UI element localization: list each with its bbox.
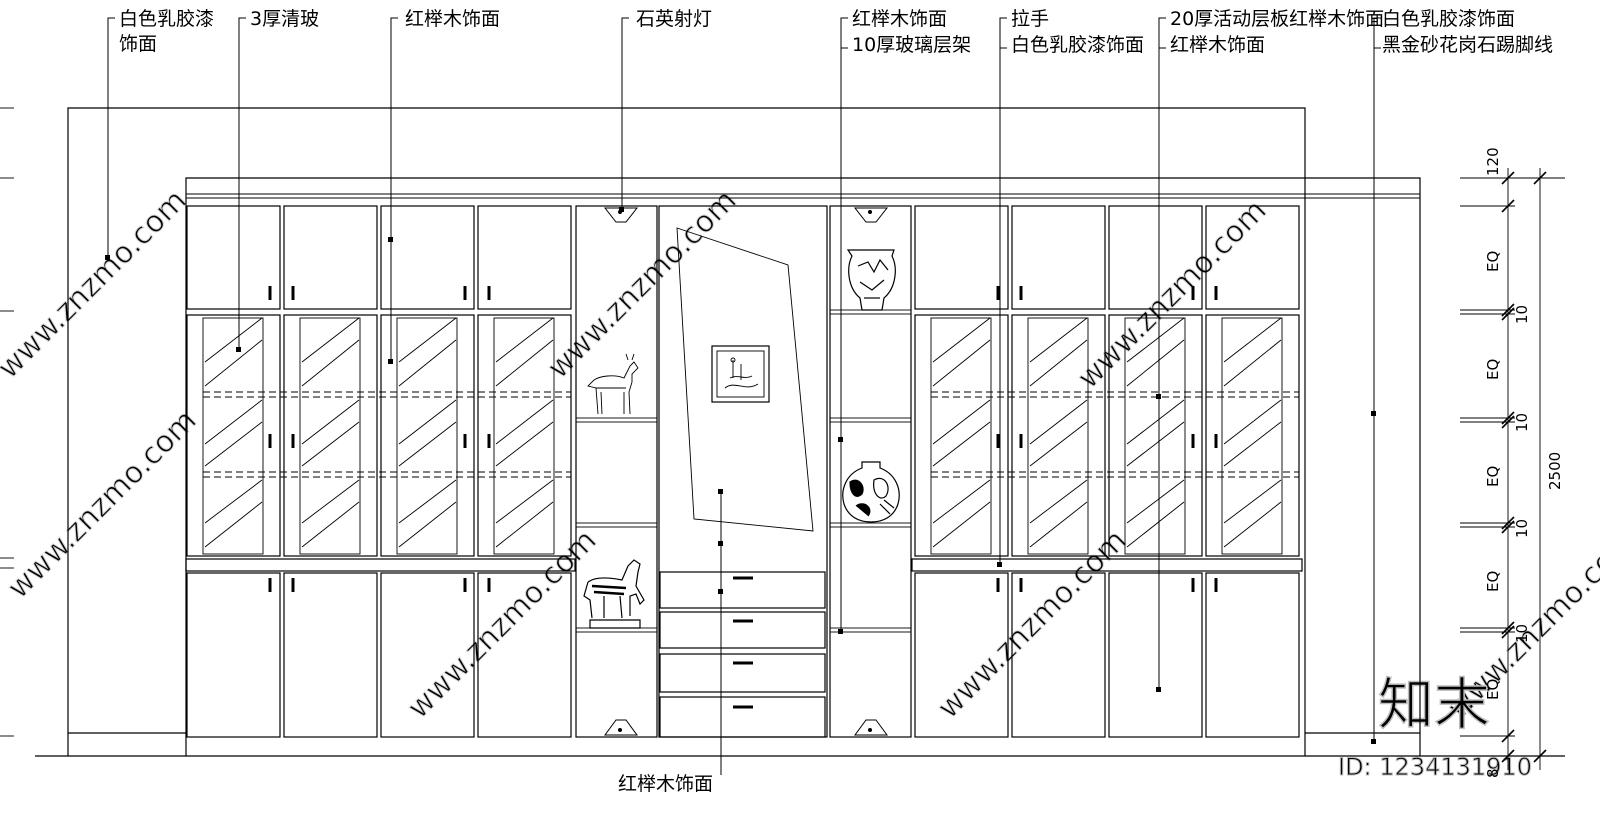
dimension-label: 10	[1513, 305, 1531, 324]
dimension-label: 8	[1484, 768, 1502, 778]
wall-outline	[35, 107, 1565, 757]
spotlight-icon	[604, 719, 638, 736]
callout-red-beech-line1: 红榉木饰面	[852, 8, 947, 30]
callout-white-latex-line1: 白色乳胶漆	[119, 8, 214, 30]
callout-bottom-red-beech: 红榉木饰面	[618, 773, 713, 795]
callout-clear-glass: 3厚清玻	[250, 8, 319, 30]
horse-figurine-icon	[583, 559, 645, 629]
artwork-icon	[724, 357, 759, 389]
right-cabinet-bank	[911, 205, 1303, 738]
dimension-label: EQ	[1484, 251, 1502, 272]
right-display-niche	[829, 205, 912, 738]
spotlight-icon	[853, 207, 889, 223]
dimension-label: 10	[1513, 519, 1531, 538]
dimension-column: 120 EQ 10 EQ 10 EQ 10 EQ 10 EQ 8 2500	[1460, 147, 1565, 778]
callout-white-latex-line2: 饰面	[119, 33, 157, 55]
spotlight-icon	[854, 719, 888, 736]
dimension-total: 2500	[1546, 452, 1564, 490]
callout-white-latex-line2b: 白色乳胶漆饰面	[1011, 34, 1144, 56]
dimension-label: 10	[1513, 413, 1531, 432]
callout-glass-shelf-line2: 10厚玻璃层架	[852, 34, 971, 56]
callout-movable-shelf-line1: 20厚活动层板红榉木饰面	[1170, 8, 1384, 30]
watermark-text: www.znzmo.com	[1071, 193, 1274, 396]
watermark-text: www.znzmo.com	[931, 523, 1134, 726]
watermark-text: www.znzmo.com	[401, 523, 604, 726]
callout-handle-line1: 拉手	[1011, 8, 1049, 30]
callout-red-beech-line2: 红榉木饰面	[1170, 34, 1265, 56]
callout-quartz-spotlight: 石英射灯	[636, 8, 712, 30]
left-display-niche	[575, 205, 658, 738]
left-edge-ticks	[0, 107, 14, 737]
spotlight-icon	[603, 207, 639, 223]
watermark-text: www.znzmo.com	[0, 183, 194, 386]
vase-icon	[846, 249, 896, 311]
watermark-id: ID: 1234131910	[1338, 753, 1532, 781]
vase-icon	[842, 461, 900, 523]
callout-red-beech: 红榉木饰面	[405, 8, 500, 30]
center-feature-panel	[658, 205, 828, 738]
callout-granite-skirting: 黑金砂花岗石踢脚线	[1382, 34, 1553, 56]
callout-white-latex-finish: 白色乳胶漆饰面	[1382, 8, 1515, 30]
callout-labels: 白色乳胶漆 饰面 3厚清玻 红榉木饰面 石英射灯 红榉木饰面 10厚玻璃层架 拉…	[119, 8, 1553, 795]
watermark-layer: www.znzmo.com www.znzmo.com www.znzmo.co…	[0, 183, 1600, 782]
dimension-label: 120	[1484, 147, 1502, 176]
dimension-label: 10	[1513, 624, 1531, 643]
dimension-label: EQ	[1484, 679, 1502, 700]
leader-lines	[105, 17, 1381, 775]
dimension-label: EQ	[1484, 571, 1502, 592]
watermark-logo: 知末	[1378, 673, 1490, 738]
dimension-label: EQ	[1484, 359, 1502, 380]
watermark-text: www.znzmo.com	[1, 403, 204, 606]
left-cabinet-bank	[185, 205, 576, 738]
dimension-label: EQ	[1484, 466, 1502, 487]
deer-figurine-icon	[587, 353, 639, 415]
